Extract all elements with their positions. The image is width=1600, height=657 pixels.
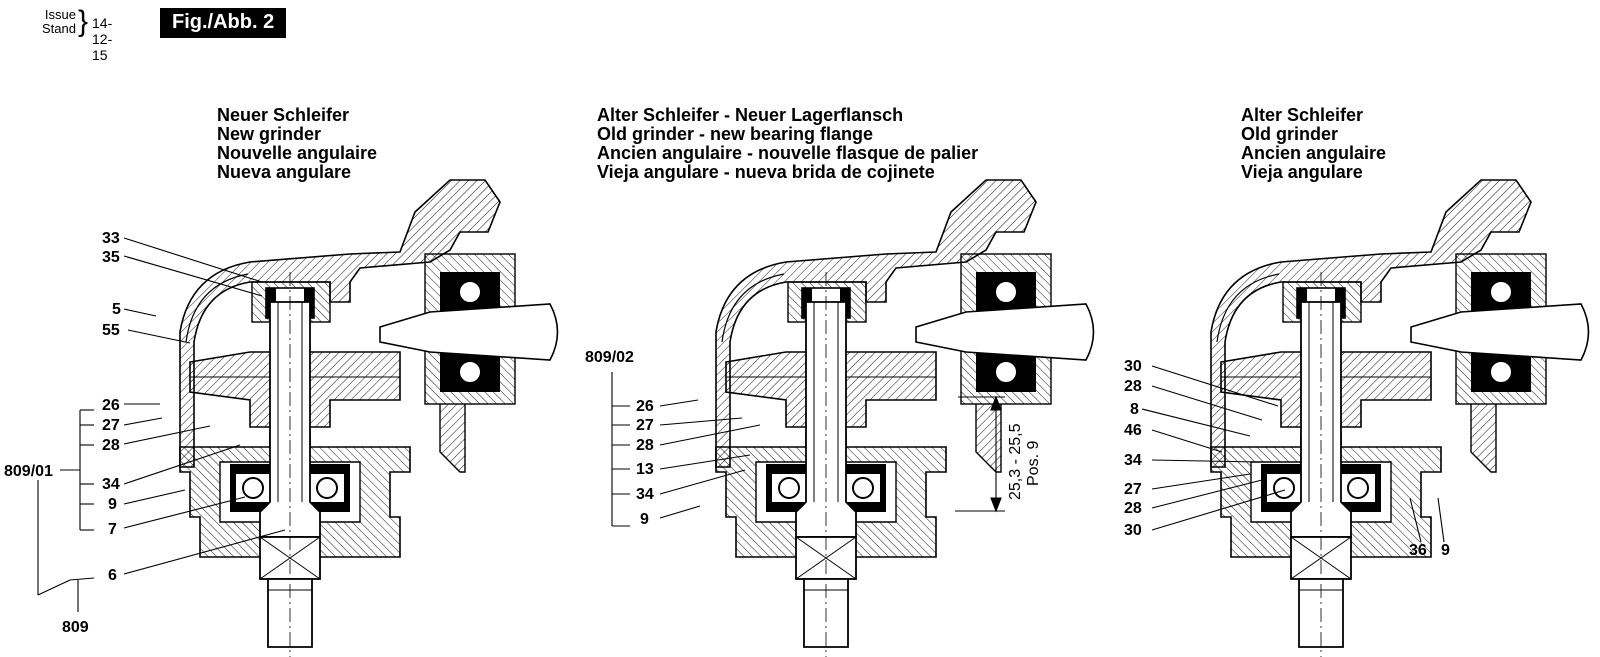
brace-glyph: } — [78, 5, 89, 38]
callout-28: 28 — [1124, 378, 1142, 395]
callout-34: 34 — [636, 486, 654, 503]
callout-34: 34 — [102, 476, 120, 493]
title-line: Nueva angulare — [217, 162, 352, 182]
callout-28: 28 — [636, 437, 654, 454]
callout-13: 13 — [636, 461, 654, 478]
callout-33: 33 — [102, 230, 120, 247]
panel-title-new-grinder: Neuer Schleifer New grinder Nouvelle ang… — [217, 106, 377, 182]
stand-label: Stand — [42, 21, 76, 36]
callouts-left — [37, 237, 286, 612]
callout-26: 26 — [636, 398, 654, 415]
panel-title-old-grinder: Alter Schleifer Old grinder Ancien angul… — [1241, 106, 1386, 182]
title-line: New grinder — [217, 124, 322, 144]
callout-30: 30 — [1124, 358, 1142, 375]
title-line: Vieja angulare — [1241, 162, 1363, 182]
issue-label: Issue — [44, 7, 76, 22]
panel-title-old-grinder-new-flange: Alter Schleifer - Neuer Lagerflansch Old… — [597, 106, 978, 182]
title-line: Ancien angulaire - nouvelle flasque de p… — [597, 143, 979, 163]
labels-right: 30 28 8 46 34 27 28 30 36 9 — [1124, 358, 1450, 559]
issue-date: 14-12-15 — [92, 15, 113, 63]
callout-27: 27 — [636, 417, 654, 434]
callout-809-01: 809/01 — [4, 463, 53, 480]
title-line: Ancien angulaire — [1241, 143, 1387, 163]
labels-left: 33 35 5 55 26 27 28 34 9 7 6 809/01 809 — [4, 230, 121, 636]
callout-809: 809 — [62, 619, 89, 636]
title-line: Neuer Schleifer — [217, 105, 350, 125]
callout-8: 8 — [1130, 401, 1139, 418]
assembly-new-grinder — [179, 179, 559, 657]
callout-28: 28 — [1124, 500, 1142, 517]
callout-34: 34 — [1124, 452, 1142, 469]
issue-stand-labels: Issue Stand — [38, 8, 76, 36]
dimension-value: 25,3 - 25,5 — [1007, 423, 1024, 500]
callout-9: 9 — [108, 496, 117, 513]
assembly-old-grinder-new-flange — [715, 179, 1095, 657]
callout-30: 30 — [1124, 522, 1142, 539]
callout-55: 55 — [102, 322, 120, 339]
callout-9: 9 — [1441, 542, 1450, 559]
callout-9: 9 — [640, 511, 649, 528]
dimension-position: Pos. 9 — [1025, 441, 1042, 486]
callouts-right — [1141, 365, 1445, 543]
callouts-middle — [611, 372, 1005, 527]
callout-6: 6 — [108, 567, 117, 584]
callout-27: 27 — [102, 417, 120, 434]
callout-26: 26 — [102, 397, 120, 414]
callout-36: 36 — [1409, 542, 1427, 559]
figure-label: Fig./Abb. 2 — [160, 8, 287, 38]
labels-middle: 809/02 26 27 28 13 34 9 25,3 - 25,5 Pos.… — [585, 349, 1042, 528]
title-line: Alter Schleifer — [1241, 105, 1364, 125]
callout-46: 46 — [1124, 422, 1142, 439]
title-line: Old grinder - new bearing flange — [597, 124, 874, 144]
assembly-old-grinder — [1210, 179, 1590, 657]
title-line: Alter Schleifer - Neuer Lagerflansch — [597, 105, 904, 125]
title-line: Vieja angulare - nueva brida de cojinete — [597, 162, 935, 182]
callout-35: 35 — [102, 249, 120, 266]
title-line: Old grinder — [1241, 124, 1339, 144]
callout-5: 5 — [112, 301, 121, 318]
callout-7: 7 — [108, 521, 117, 538]
callout-809-02: 809/02 — [585, 349, 634, 366]
callout-27: 27 — [1124, 481, 1142, 498]
callout-28: 28 — [102, 437, 120, 454]
title-line: Nouvelle angulaire — [217, 143, 378, 163]
